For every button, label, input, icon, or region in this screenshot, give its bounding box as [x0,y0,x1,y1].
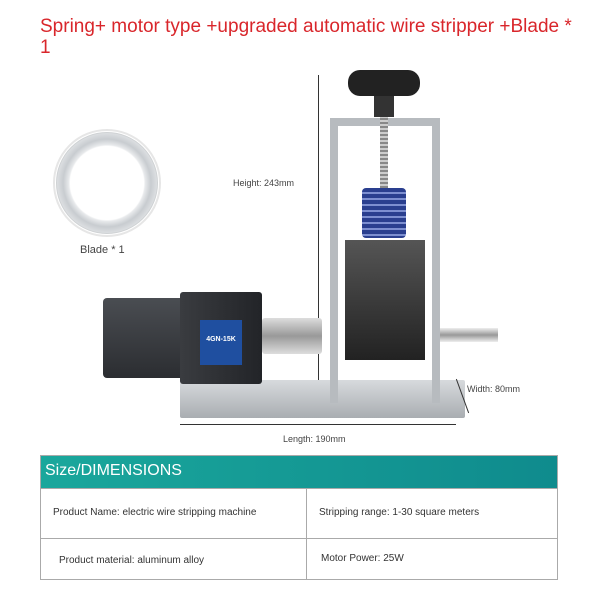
adjust-screw [380,110,388,190]
adjust-knob [348,70,420,96]
length-label: Length: 190mm [283,434,346,444]
blade-ring-border [53,129,161,237]
product-title: Spring+ motor type +upgraded automatic w… [40,16,572,58]
output-shaft [440,328,498,342]
blade-label: Blade * 1 [80,244,125,256]
knob-stem [374,95,394,117]
motor [103,298,193,378]
spring [362,188,406,238]
table-cell: Motor Power: 25W [306,538,558,580]
machine-base [180,380,465,418]
width-label: Width: 80mm [467,384,521,394]
motor-label-plate: 4GN-15K [200,320,242,365]
coupler [262,318,322,354]
blade-image [56,132,158,234]
roller-housing [345,240,425,360]
table-cell: Product Name: electric wire stripping ma… [41,488,306,538]
table-cell: Stripping range: 1-30 square meters [306,488,558,538]
length-dimension-line [180,424,456,425]
table-cell: Product material: aluminum alloy [41,538,306,580]
height-label: Height: 243mm [233,178,295,188]
dimensions-table: Size/DIMENSIONS Product Name: electric w… [40,455,558,580]
height-dimension-line [318,75,319,401]
table-header: Size/DIMENSIONS [41,456,557,488]
